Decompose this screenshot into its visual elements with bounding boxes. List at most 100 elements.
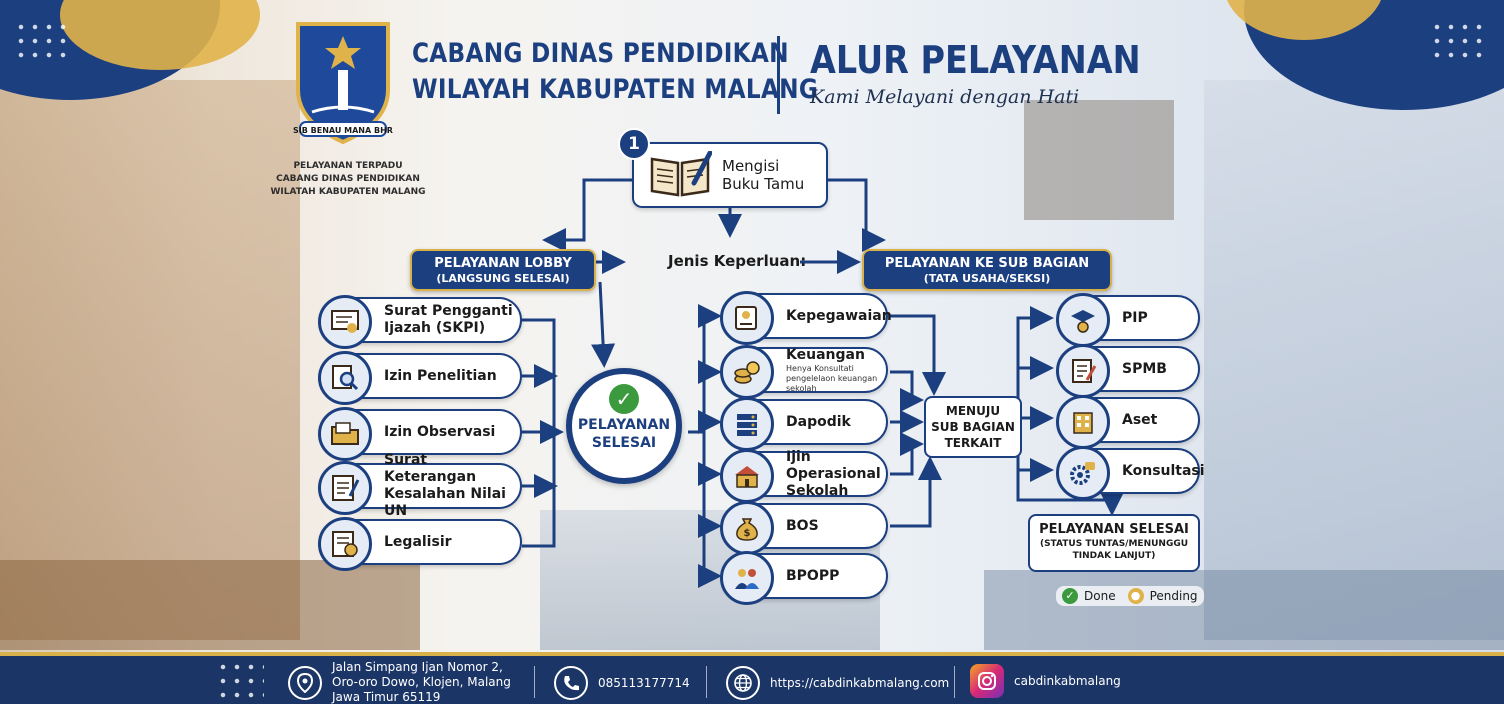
step-number-badge: 1	[618, 128, 650, 160]
form-icon	[1056, 344, 1110, 398]
footer-website[interactable]: https://cabdinkabmalang.com	[726, 666, 949, 700]
footer-website-url[interactable]: https://cabdinkabmalang.com	[770, 676, 950, 690]
unit-item-label: Aset	[1122, 411, 1158, 428]
gear-icon	[1056, 446, 1110, 500]
lobby-item-izin-penelitian: Izin Penelitian	[318, 351, 522, 405]
unit-item-konsultasi: Konsultasi	[1056, 446, 1205, 500]
subsection-item-bpopp: BPOPP	[720, 551, 888, 605]
lobby-item-label: Surat Pengganti	[384, 303, 513, 319]
go-to-subsection-box: MENUJU SUB BAGIAN TERKAIT	[924, 396, 1022, 458]
footer-phone: 085113177714	[554, 666, 690, 700]
completed-line-1: PELAYANAN	[577, 417, 671, 433]
logo-caption: PELAYANAN TERPADU CABANG DINAS PENDIDIKA…	[268, 160, 428, 199]
lobby-item-label: Izin Penelitian	[384, 367, 497, 384]
graduation-icon	[1056, 293, 1110, 347]
svg-text:$: $	[744, 528, 751, 539]
final-status-title: PELAYANAN SELESAI	[1039, 522, 1189, 537]
decor-dots-footer	[216, 660, 264, 700]
organization-name: CABANG DINAS PENDIDIKAN WILAYAH KABUPATE…	[412, 36, 818, 108]
lobby-item-label: Ijazah (SKPI)	[384, 320, 486, 336]
legend-done: Done	[1084, 589, 1116, 603]
final-status-detail-2: TINDAK LANJUT)	[1072, 551, 1156, 561]
subsection-item-dapodik: Dapodik	[720, 397, 888, 451]
subsection-item-label: BPOPP	[786, 567, 840, 584]
school-icon	[720, 449, 774, 503]
step-guestbook-box: Mengisi Buku Tamu	[632, 142, 828, 208]
subsection-item-note: Henya Konsultati pengelelaon keuangan se…	[786, 363, 878, 393]
footer-phone-number: 085113177714	[598, 676, 690, 690]
unit-item-label: SPMB	[1122, 360, 1167, 377]
subsection-subtitle: (TATA USAHA/SEKSI)	[923, 272, 1051, 285]
completed-line-2: SELESAI	[591, 435, 657, 451]
footer-address-line-1: Jalan Simpang Ijan Nomor 2,	[332, 660, 503, 674]
lobby-item-label: Surat Keterangan	[384, 452, 477, 485]
lobby-item-label: Legalisir	[384, 533, 452, 550]
stamp-icon	[318, 517, 372, 571]
decor-dots-right	[1430, 20, 1490, 60]
logo-caption-line-3: WILATAH KABUPATEN MALANG	[270, 187, 426, 197]
service-type-label: Jenis Keperluan:	[668, 252, 807, 270]
unit-item-pip: PIP	[1056, 293, 1200, 347]
phone-icon	[554, 666, 588, 700]
footer-instagram[interactable]: cabdinkabmalang	[970, 664, 1121, 698]
header-divider	[777, 36, 780, 114]
final-status-box: PELAYANAN SELESAI (STATUS TUNTAS/MENUNGG…	[1028, 514, 1200, 572]
org-name-line-2: WILAYAH KABUPATEN MALANG	[412, 74, 819, 105]
office-wall-right	[1204, 80, 1504, 640]
bookshelf	[1024, 100, 1174, 220]
location-pin-icon	[288, 665, 322, 700]
check-icon: ✓	[1062, 588, 1078, 604]
subsection-title: PELAYANAN KE SUB BAGIAN	[884, 256, 1090, 271]
step-label-line-2: Buku Tamu	[722, 175, 805, 193]
folder-icon	[318, 407, 372, 461]
logo-caption-line-1: PELAYANAN TERPADU	[293, 161, 403, 171]
footer-separator	[954, 666, 955, 698]
east-java-emblem-logo: SIB BENAU MANA BHR	[293, 22, 393, 145]
subsection-item-bos: $ BOS	[720, 501, 888, 555]
lobby-item-label: Kesalahan Nilai UN	[384, 486, 506, 519]
footer-instagram-handle[interactable]: cabdinkabmalang	[1014, 674, 1121, 688]
lobby-subtitle: (LANGSUNG SELESAI)	[436, 272, 570, 285]
footer-address-line-3: Jawa Timur 65119	[332, 690, 441, 704]
subsection-service-header: PELAYANAN KE SUB BAGIAN (TATA USAHA/SEKS…	[862, 249, 1112, 291]
subsection-item-label: Dapodik	[786, 413, 851, 430]
unit-item-spmb: SPMB	[1056, 344, 1200, 398]
subsection-item-label: Ijin Operasional	[786, 448, 881, 482]
people-icon	[720, 551, 774, 605]
globe-icon	[726, 666, 760, 700]
person-icon: ●	[1127, 588, 1144, 604]
exam-icon	[318, 461, 372, 515]
subsection-item-label: Sekolah	[786, 482, 849, 499]
menuju-line-3: TERKAIT	[944, 436, 1002, 450]
book-icon	[650, 151, 712, 197]
subsection-item-kepegawaian: Kepegawaian	[720, 291, 892, 345]
legend-pending: Pending	[1149, 589, 1198, 603]
footer-address: Jalan Simpang Ijan Nomor 2, Oro-oro Dowo…	[288, 660, 511, 704]
header-title-block: ALUR PELAYANAN Kami Melayani dengan Hati	[810, 38, 1186, 108]
menuju-line-1: MENUJU	[945, 404, 1001, 418]
desk-left	[0, 560, 420, 650]
unit-item-label: PIP	[1122, 309, 1148, 326]
final-status-detail-1: (STATUS TUNTAS/MENUNGGU	[1039, 539, 1189, 549]
lobby-item-izin-observasi: Izin Observasi	[318, 407, 522, 461]
step-label-line-1: Mengisi	[722, 157, 780, 175]
menuju-line-2: SUB BAGIAN	[931, 420, 1015, 434]
page-title: ALUR PELAYANAN	[810, 38, 1141, 82]
unit-item-aset: Aset	[1056, 395, 1200, 449]
id-card-icon	[720, 291, 774, 345]
tagline: Kami Melayani dengan Hati	[810, 86, 1080, 108]
footer-address-line-2: Oro-oro Dowo, Klojen, Malang	[332, 675, 511, 689]
subsection-item-label: Kepegawaian	[786, 307, 892, 324]
certificate-icon	[318, 295, 372, 349]
lobby-item-legalisir: Legalisir	[318, 517, 522, 571]
subsection-item-label: BOS	[786, 517, 819, 534]
coins-icon	[720, 345, 774, 399]
desk-right	[984, 570, 1504, 650]
service-completed-circle: ✓ PELAYANAN SELESAI	[566, 368, 682, 484]
office-wall-left	[0, 80, 300, 640]
